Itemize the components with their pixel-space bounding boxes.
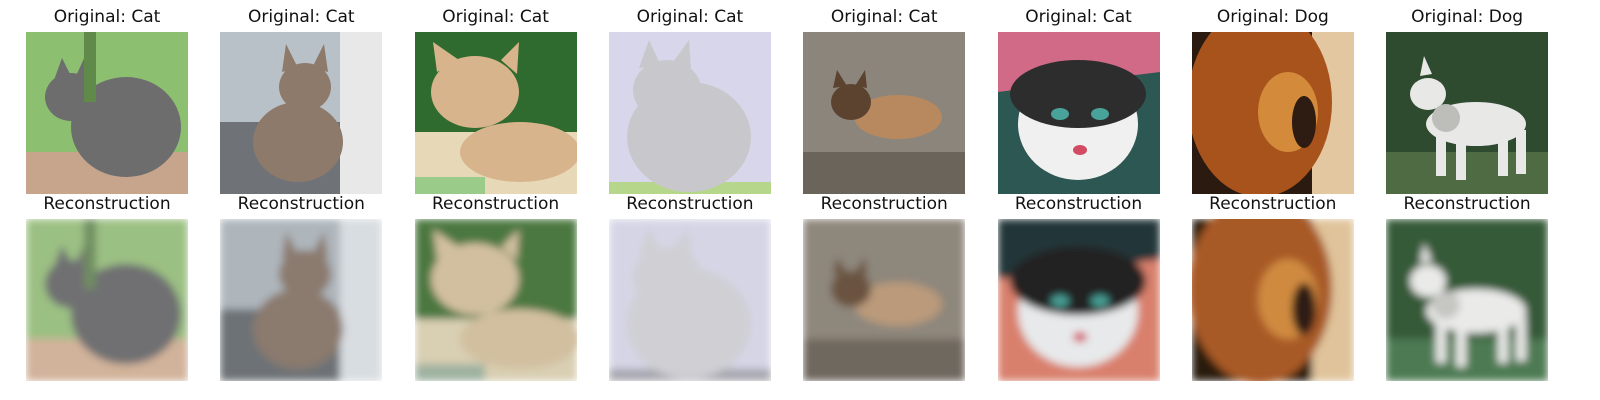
original-image [26, 32, 188, 194]
reconstruction-title: Reconstruction [820, 194, 948, 214]
reconstruction-title: Reconstruction [626, 194, 754, 214]
original-image [608, 32, 771, 194]
reconstruction-image [26, 219, 188, 381]
original-image [803, 32, 966, 194]
original-cell: Original: Dog [1386, 6, 1549, 194]
reconstruction-image [608, 219, 771, 381]
reconstruction-cell: Reconstruction [997, 193, 1160, 381]
original-image [1386, 32, 1549, 194]
original-title: Original: Cat [53, 7, 161, 27]
reconstruction-cell: Reconstruction [26, 193, 188, 381]
reconstruction-image [220, 219, 383, 381]
reconstruction-cell: Reconstruction [1386, 193, 1549, 381]
reconstruction-title: Reconstruction [1014, 194, 1143, 214]
original-cell: Original: Cat [26, 6, 188, 194]
original-image [414, 32, 577, 194]
original-cell: Original: Cat [220, 6, 383, 194]
original-image [1191, 32, 1354, 194]
reconstruction-cell: Reconstruction [220, 193, 383, 381]
reconstruction-image [1191, 219, 1354, 381]
reconstruction-title: Reconstruction [43, 194, 171, 214]
reconstruction-image [414, 219, 577, 381]
original-cell: Original: Cat [803, 6, 966, 194]
reconstruction-cell: Reconstruction [608, 193, 771, 381]
original-title: Original: Cat [830, 7, 938, 27]
reconstruction-title: Reconstruction [1209, 194, 1337, 214]
original-title: Original: Cat [636, 7, 744, 27]
reconstruction-title: Reconstruction [237, 194, 365, 214]
original-title: Original: Cat [442, 7, 549, 27]
reconstruction-image [997, 219, 1160, 381]
reconstruction-cell: Reconstruction [1191, 193, 1354, 381]
reconstruction-cell: Reconstruction [414, 193, 577, 381]
original-cell: Original: Dog [1191, 6, 1354, 194]
original-image [997, 32, 1160, 194]
reconstruction-title: Reconstruction [1403, 194, 1531, 214]
reconstruction-image [803, 219, 966, 381]
original-title: Original: Cat [1025, 7, 1132, 27]
original-title: Original: Cat [247, 7, 355, 27]
original-title: Original: Dog [1411, 7, 1524, 27]
reconstruction-image [1386, 219, 1549, 381]
reconstruction-title: Reconstruction [431, 194, 560, 214]
reconstruction-cell: Reconstruction [803, 193, 966, 381]
original-cell: Original: Cat [608, 6, 771, 194]
original-image [220, 32, 383, 194]
original-cell: Original: Cat [997, 6, 1160, 194]
original-cell: Original: Cat [414, 6, 577, 194]
original-title: Original: Dog [1216, 7, 1329, 27]
